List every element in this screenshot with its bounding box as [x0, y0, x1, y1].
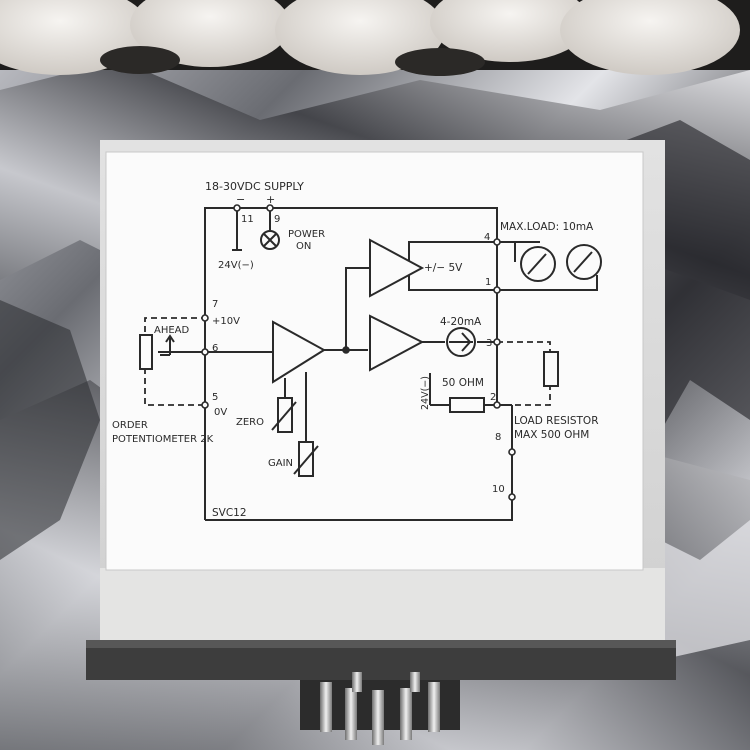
label-pin7: 7	[212, 299, 218, 310]
label-24v-neg: 24V(−)	[218, 260, 254, 271]
label-plus: +	[266, 193, 275, 206]
label-24v-neg-2: 24V(−)	[420, 376, 431, 410]
label-ahead: AHEAD	[154, 325, 190, 336]
label-max-load: MAX.LOAD: 10mA	[500, 221, 594, 233]
label-pin8: 8	[495, 432, 501, 443]
label-zero: ZERO	[236, 417, 264, 428]
label-model: SVC12	[212, 507, 247, 519]
label-50-ohm: 50 OHM	[442, 377, 484, 389]
terminal-dots	[201, 204, 516, 501]
label-pin1: 1	[485, 277, 491, 288]
label-power-on-1: POWER	[288, 229, 325, 240]
label-supply: 18-30VDC SUPPLY	[205, 180, 304, 193]
label-pin9: 9	[274, 214, 280, 225]
schematic-labels: 18-30VDC SUPPLY − + 11 9 POWER ON 24V(−)…	[112, 180, 599, 519]
schematic-wiring	[158, 207, 598, 521]
label-minus: −	[236, 193, 245, 206]
label-pin5: 5	[212, 392, 218, 403]
label-load-resistor: LOAD RESISTOR	[514, 415, 599, 427]
schematic-details	[160, 249, 593, 475]
label-gain: GAIN	[268, 458, 293, 469]
packing-foam	[0, 0, 750, 76]
label-max-500-ohm: MAX 500 OHM	[514, 429, 589, 441]
label-pin3: 3	[486, 338, 492, 349]
base-pins	[300, 672, 460, 745]
label-current-range: 4-20mA	[440, 316, 482, 328]
label-order: ORDER	[112, 420, 148, 431]
label-pin2: 2	[490, 392, 496, 403]
label-pin6: 6	[212, 343, 218, 354]
label-potentiometer: POTENTIOMETER 2K	[112, 434, 214, 445]
label-power-on-2: ON	[296, 241, 311, 252]
label-0v: 0V	[214, 407, 227, 418]
label-pin11: 11	[241, 214, 254, 225]
label-plus10v: +10V	[212, 316, 240, 327]
label-pm5v: +/− 5V	[424, 262, 463, 274]
label-pin10: 10	[492, 484, 505, 495]
label-pin4: 4	[484, 232, 490, 243]
